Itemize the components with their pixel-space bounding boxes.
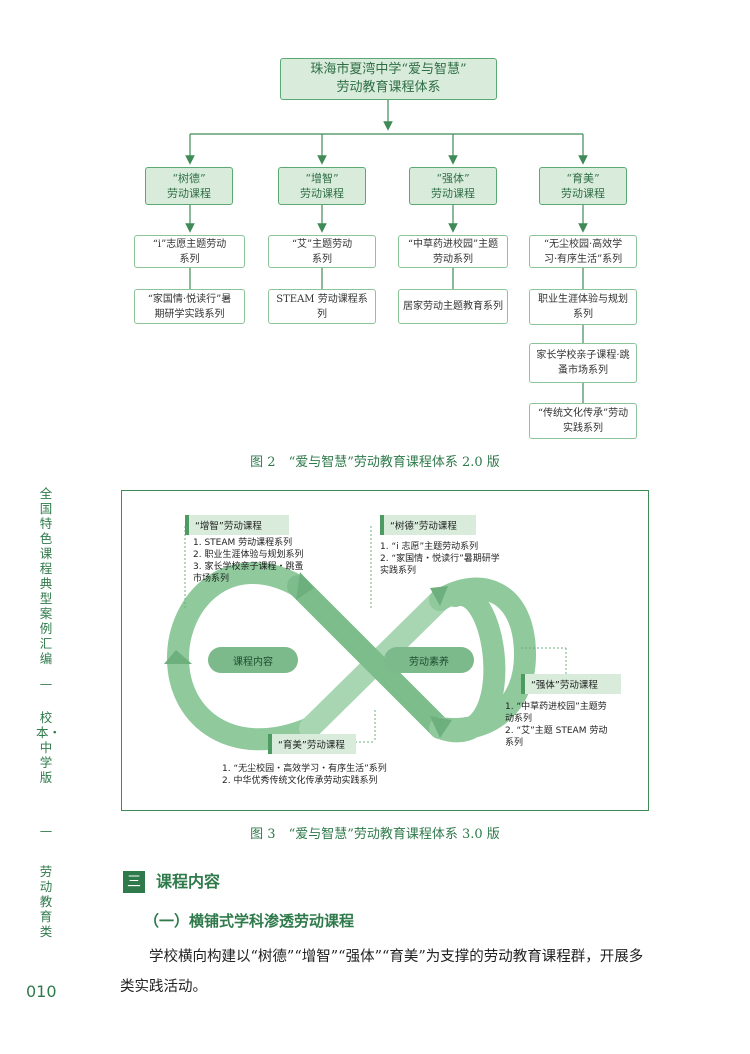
tag-zengzhi: “增智”劳动课程: [185, 515, 289, 535]
course-item: “无尘校园·高效学 习·有序生活”系列: [529, 235, 637, 268]
column-header-zengzhi: “增智” 劳动课程: [278, 167, 366, 205]
tag-yumei: “育美”劳动课程: [268, 734, 356, 754]
section-subtitle: （一）横铺式学科渗透劳动课程: [144, 912, 355, 930]
course-item: STEAM 劳动课程系列: [268, 289, 376, 324]
section-paragraph: 学校横向构建以“树德”“增智”“强体”“育美”为支撑的劳动教育课程群，开展多类实…: [120, 949, 644, 995]
infinity-loop: [164, 526, 567, 751]
course-item: 职业生涯体验与规划 系列: [529, 289, 637, 325]
course-item: 居家劳动主题教育系列: [398, 289, 508, 324]
course-item: “i”志愿主题劳动 系列: [134, 235, 245, 268]
list-zengzhi: 1. STEAM 劳动课程系列 2. 职业生涯体验与规划系列 3. 家长学校亲子…: [193, 538, 304, 584]
list-yumei: 1. “无尘校园・高效学习・有序生活”系列 2. 中华优秀传统文化传承劳动实践系…: [222, 764, 387, 786]
section-number-badge: 三: [123, 871, 145, 893]
center-label-labor-literacy: 劳动素养: [384, 647, 474, 673]
sidebar-edition: 校本・中学版: [36, 710, 62, 785]
list-qiangti: 1. “中草药进校园”主题劳 动系列 2. “艾”主题 STEAM 劳动 系列: [505, 702, 608, 748]
column-header-shude: “树德” 劳动课程: [145, 167, 233, 205]
course-item: 家长学校亲子课程·跳 蚤市场系列: [529, 343, 637, 383]
course-item: “家国情·悦读行”暑 期研学实践系列: [134, 289, 245, 324]
sidebar-dash: —: [39, 823, 53, 838]
course-item: “艾”主题劳动 系列: [268, 235, 376, 268]
section-title: 课程内容: [156, 872, 221, 891]
figure3-frame: [121, 490, 649, 811]
sidebar-dash: —: [39, 676, 53, 691]
column-header-yumei: “育美” 劳动课程: [539, 167, 627, 205]
tag-qiangti: “强体”劳动课程: [521, 674, 621, 694]
figure2-connectors: [185, 100, 588, 403]
top-box: 珠海市夏湾中学“爱与智慧” 劳动教育课程体系: [280, 58, 497, 100]
center-label-course-content: 课程内容: [208, 647, 298, 673]
sidebar-series-title: 全国特色课程典型案例汇编: [39, 486, 53, 666]
tag-shude: “树德”劳动课程: [380, 515, 476, 535]
figure3-caption: 图 3 “爱与智慧”劳动教育课程体系 3.0 版: [250, 827, 500, 842]
course-item: “传统文化传承”劳动 实践系列: [529, 403, 637, 439]
sidebar-category: 劳动教育类: [39, 864, 53, 939]
page-number: 010: [26, 982, 57, 1001]
course-item: “中草药进校园”主题 劳动系列: [398, 235, 508, 268]
list-shude: 1. “i 志愿”主题劳动系列 2. “家国情・悦读行”暑期研学 实践系列: [380, 542, 500, 576]
column-header-qiangti: “强体” 劳动课程: [409, 167, 497, 205]
figure2-caption: 图 2 “爱与智慧”劳动教育课程体系 2.0 版: [250, 455, 500, 470]
